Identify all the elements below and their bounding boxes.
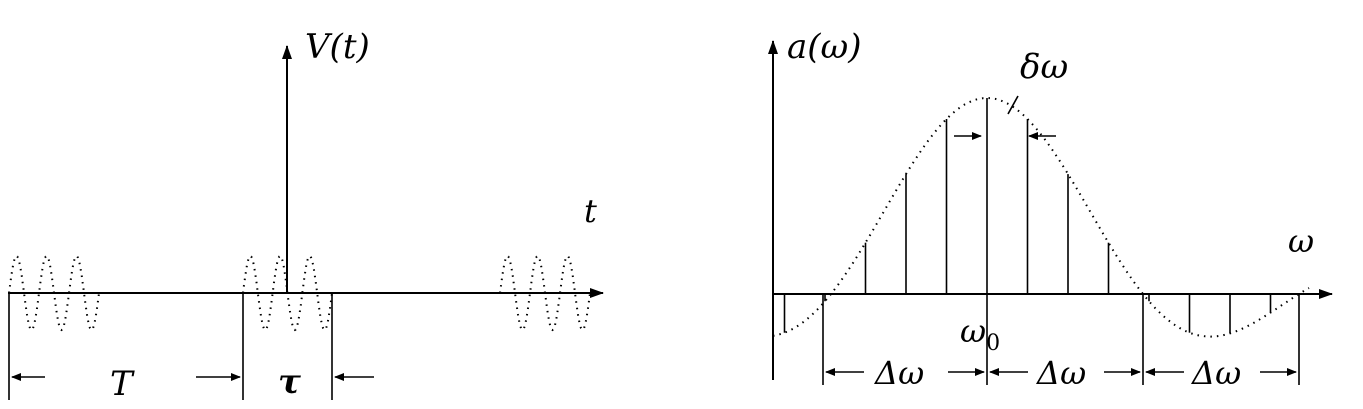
spectrum-axis-label: a(ω) [787,27,862,67]
line-spacing-label: δω [1020,47,1068,87]
spectrum-envelope [772,96,1310,338]
wave-packet-center [242,254,333,332]
width-label-3: Δω [1190,354,1241,392]
time-axis-label: t [584,192,597,230]
center-frequency-label: ω0 [960,312,1000,356]
line-spacing-pointer [1007,95,1019,115]
width-label-1: Δω [873,354,924,392]
frequency-domain-panel: a(ω) ω δω ω0 Δω Δω Δω [768,27,1333,392]
period-label: T [110,364,135,404]
width-label-2: Δω [1035,354,1086,392]
spectral-lines [783,98,1272,334]
frequency-axis-label: ω [1288,222,1314,260]
wave-packet-left [8,254,100,332]
pulse-width-label: τ [278,362,301,402]
time-domain-panel: V(t) t T τ [8,27,604,404]
wave-packet-right [499,254,591,332]
amplitude-axis-label: V(t) [305,27,370,67]
